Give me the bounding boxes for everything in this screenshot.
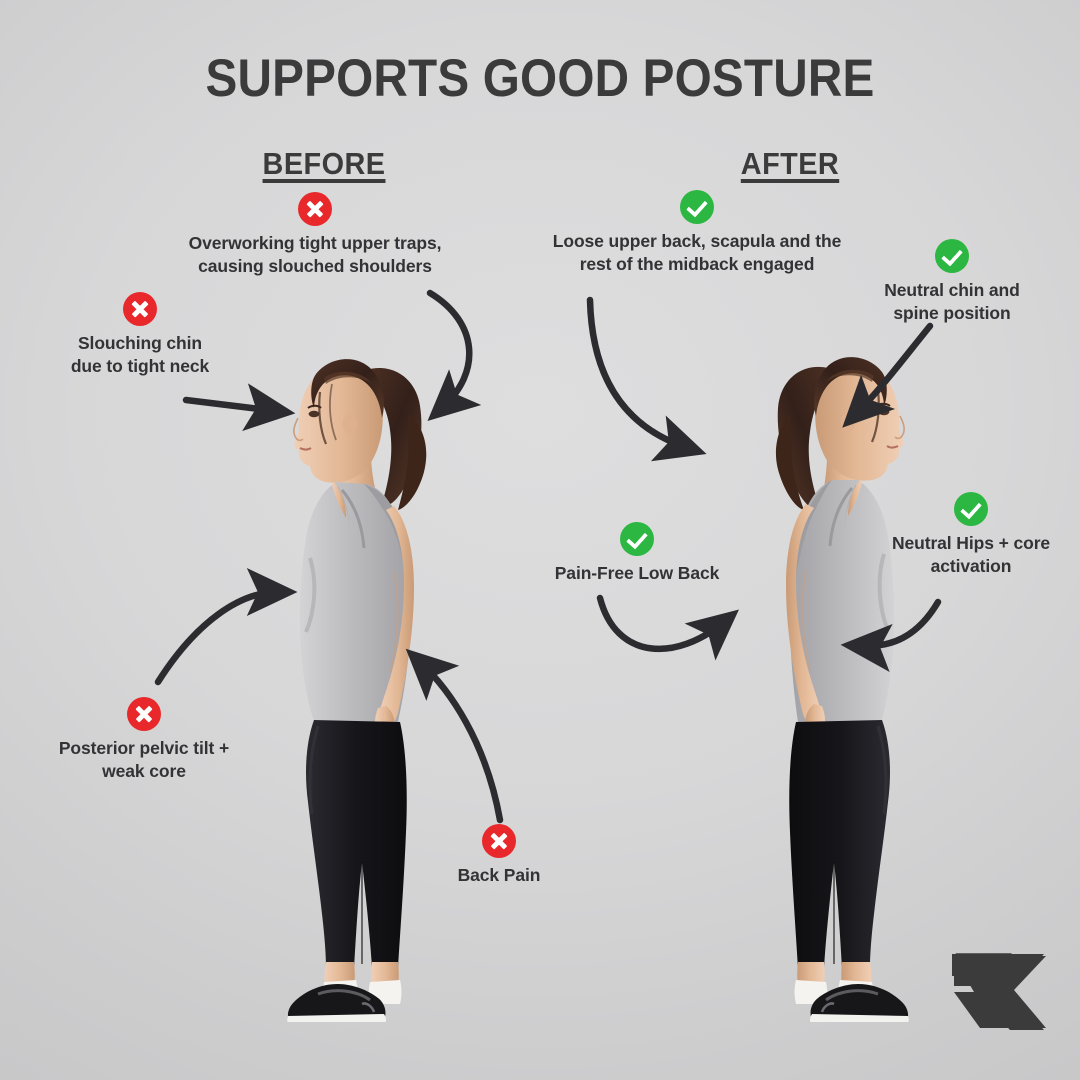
- annotation-loose-upper-back: Loose upper back, scapula and the rest o…: [519, 190, 875, 276]
- annotation-pain-free-low-back: Pain-Free Low Back: [535, 522, 739, 585]
- arrow-to-upper-back-after: [586, 296, 707, 462]
- green-check-icon: [935, 239, 969, 273]
- brand-logo: [948, 942, 1052, 1042]
- green-check-icon: [620, 522, 654, 556]
- column-heading-before: BEFORE: [262, 146, 386, 181]
- column-heading-after: AFTER: [740, 146, 840, 181]
- annotation-slouching-chin: Slouching chin due to tight neck: [32, 292, 248, 378]
- annotation-text: Neutral chin and spine position: [884, 280, 1020, 324]
- figure-before: [258, 322, 498, 1022]
- annotation-neutral-chin: Neutral chin and spine position: [860, 239, 1044, 325]
- red-x-icon: [298, 192, 332, 226]
- annotation-text: Posterior pelvic tilt + weak core: [58, 738, 230, 782]
- page-title: SUPPORTS GOOD POSTURE: [205, 49, 875, 108]
- green-check-icon: [680, 190, 714, 224]
- annotation-text: Back Pain: [457, 865, 541, 885]
- green-check-icon: [954, 492, 988, 526]
- red-x-icon: [123, 292, 157, 326]
- annotation-text: Slouching chin due to tight neck: [70, 333, 210, 377]
- annotation-text: Neutral Hips + core activation: [891, 533, 1051, 577]
- red-x-icon: [127, 697, 161, 731]
- annotation-upper-traps: Overworking tight upper traps, causing s…: [160, 192, 470, 278]
- annotation-pelvic-tilt: Posterior pelvic tilt + weak core: [36, 697, 252, 783]
- annotation-text: Pain-Free Low Back: [554, 563, 720, 583]
- red-x-icon: [482, 824, 516, 858]
- annotation-text: Overworking tight upper traps, causing s…: [188, 233, 442, 277]
- figure-after: [700, 322, 940, 1022]
- annotation-neutral-hips: Neutral Hips + core activation: [875, 492, 1067, 578]
- annotation-back-pain: Back Pain: [424, 824, 574, 887]
- annotation-text: Loose upper back, scapula and the rest o…: [552, 231, 842, 275]
